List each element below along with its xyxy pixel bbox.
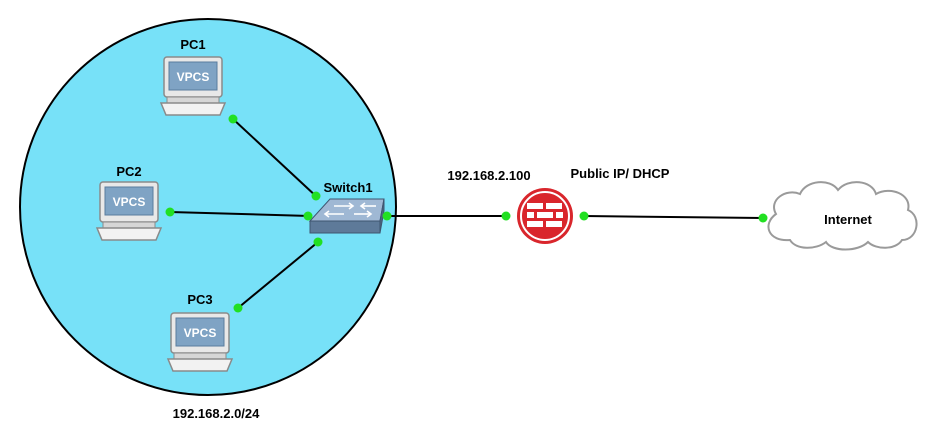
link-pc1-switch[interactable] <box>232 118 319 199</box>
endpoint-dot <box>501 211 511 221</box>
pc1-screen-text: VPCS <box>177 70 210 84</box>
pc2-screen-text: VPCS <box>113 195 146 209</box>
endpoint-dot <box>313 237 323 247</box>
switch1-label: Switch1 <box>323 180 372 195</box>
pc1-node[interactable]: VPCS <box>159 56 227 116</box>
pc3-label: PC3 <box>187 292 212 307</box>
endpoint-dot <box>758 213 768 223</box>
endpoint-dot <box>382 211 392 221</box>
endpoint-dot <box>233 303 243 313</box>
computer-icon <box>95 181 163 241</box>
internet-node[interactable] <box>767 181 918 251</box>
switch1-node[interactable] <box>308 198 385 234</box>
links <box>169 118 764 309</box>
firewall-node[interactable] <box>517 188 573 244</box>
link-pc3-switch[interactable] <box>237 241 319 309</box>
endpoint-dot <box>165 207 175 217</box>
subnet-label: 192.168.2.0/24 <box>173 406 261 421</box>
pc2-node[interactable]: VPCS <box>95 181 163 241</box>
wan-label: Public IP/ DHCP <box>571 166 670 181</box>
pc1-label: PC1 <box>180 37 205 52</box>
link-firewall-internet[interactable] <box>583 215 764 219</box>
cloud-icon <box>767 181 918 251</box>
lan-ip-label: 192.168.2.100 <box>447 168 530 183</box>
link-pc2-switch[interactable] <box>169 211 311 217</box>
pc2-label: PC2 <box>116 164 141 179</box>
computer-icon <box>166 312 234 372</box>
pc3-screen-text: VPCS <box>184 326 217 340</box>
internet-label: Internet <box>824 212 872 227</box>
switch-icon <box>308 198 385 234</box>
pc3-node[interactable]: VPCS <box>166 312 234 372</box>
endpoint-dot <box>579 211 589 221</box>
lan-zone <box>19 18 397 396</box>
link-endpoints <box>165 114 768 313</box>
endpoint-dot <box>311 191 321 201</box>
firewall-icon <box>517 188 573 244</box>
endpoint-dot <box>228 114 238 124</box>
computer-icon <box>159 56 227 116</box>
endpoint-dot <box>303 211 313 221</box>
